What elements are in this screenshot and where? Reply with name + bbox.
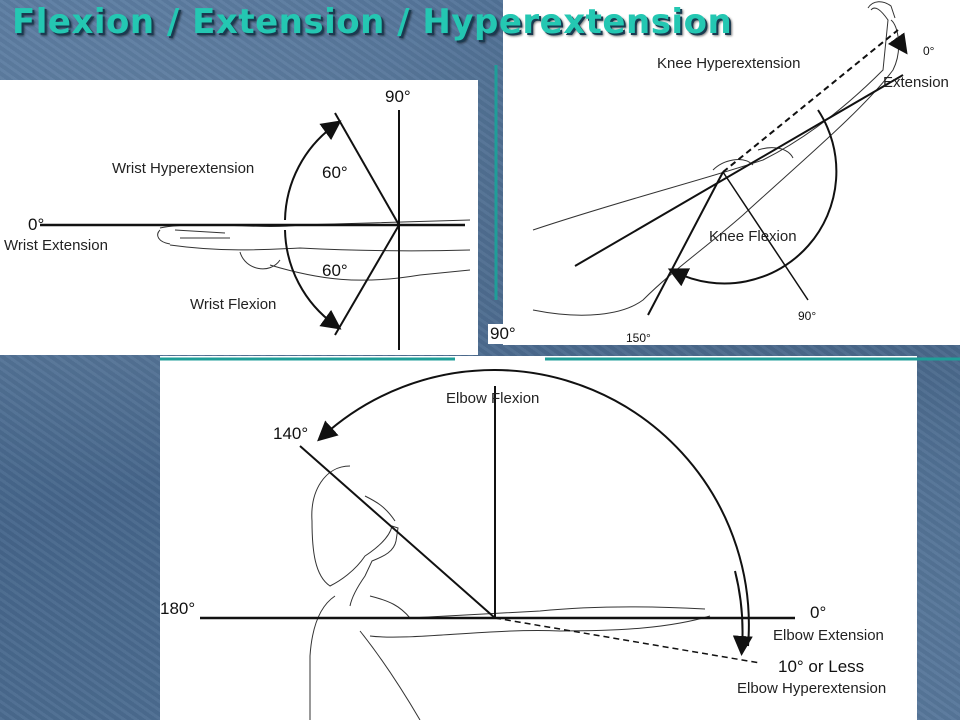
knee-angle-90: 90° [798, 309, 816, 323]
elbow-angle-140: 140° [273, 424, 308, 443]
forearm-outline-bottom [169, 244, 471, 252]
elbow-diagram: Elbow Flexion 140° 180° 0° Elbow Extensi… [160, 368, 886, 720]
elbow-diagram-panel: Elbow Flexion 140° 180° 0° Elbow Extensi… [160, 356, 917, 720]
knee-extension-line [574, 74, 904, 267]
wrist-angle-down: 60° [322, 261, 348, 280]
elbow-hyperextension-line [494, 617, 761, 664]
wrist-extension-label: Wrist Extension [4, 237, 108, 254]
knee-flexion-arrow [667, 109, 838, 287]
elbow-hyperextension-label: Elbow Hyperextension [737, 680, 886, 697]
torso-front [359, 630, 421, 720]
knee-hyperextension-label: Knee Hyperextension [657, 55, 800, 72]
hand-sketch [174, 229, 281, 270]
knee-hyperextension-line [722, 29, 899, 173]
finger-tip [157, 229, 171, 245]
knee-flexion-150-line [647, 171, 724, 316]
leg-outline-top [532, 7, 889, 231]
slide-title: Flexion / Extension / Hyperextension [12, 2, 733, 42]
elbow-flexion-arrow [317, 368, 750, 647]
elbow-angle-90: 90° [488, 324, 518, 344]
elbow-hyperextension-arrow [732, 570, 753, 656]
knee-extension-label: Extension [883, 74, 949, 91]
elbow-flexion-label: Elbow Flexion [446, 390, 539, 407]
arm-top [369, 595, 706, 619]
knee-flexion-90-line [722, 171, 809, 301]
wrist-hyperextension-label: Wrist Hyperextension [112, 160, 254, 177]
knee-angle-150: 150° [626, 331, 651, 345]
torso-back [309, 595, 336, 720]
elbow-angle-10: 10° or Less [778, 657, 864, 676]
wrist-angle-up: 60° [322, 163, 348, 182]
leg-outline-bottom [532, 19, 900, 316]
elbow-140-line [299, 445, 496, 619]
wrist-flexion-label: Wrist Flexion [190, 296, 276, 313]
wrist-angle-0: 0° [28, 215, 44, 234]
knee-diagram: Knee Hyperextension Extension Knee Flexi… [532, 1, 949, 345]
wrist-hyperextension-line [334, 112, 400, 226]
knee-hyperextension-arrow [887, 32, 908, 55]
knee-flexion-label: Knee Flexion [709, 228, 797, 245]
wrist-diagram: 90° 60° 60° 0° Wrist Hyperextension Wris… [4, 87, 471, 350]
head-sketch [311, 465, 399, 607]
elbow-extension-label: Elbow Extension [773, 627, 884, 644]
wrist-underside [269, 264, 471, 281]
wrist-hyperextension-arrow [284, 120, 342, 221]
face-sketch [364, 495, 396, 522]
wrist-flexion-line [334, 224, 400, 336]
elbow-angle-0: 0° [810, 603, 826, 622]
wrist-flexion-arrow [284, 229, 342, 330]
knee-diagram-panel: Knee Hyperextension Extension Knee Flexi… [503, 0, 960, 345]
knee-angle-0: 0° [923, 44, 935, 58]
foot-sketch [867, 1, 896, 19]
arm-bottom [369, 615, 711, 638]
wrist-angle-90: 90° [385, 87, 411, 106]
wrist-diagram-panel: 90° 60° 60° 0° Wrist Hyperextension Wris… [0, 80, 478, 355]
elbow-angle-180: 180° [160, 599, 195, 618]
